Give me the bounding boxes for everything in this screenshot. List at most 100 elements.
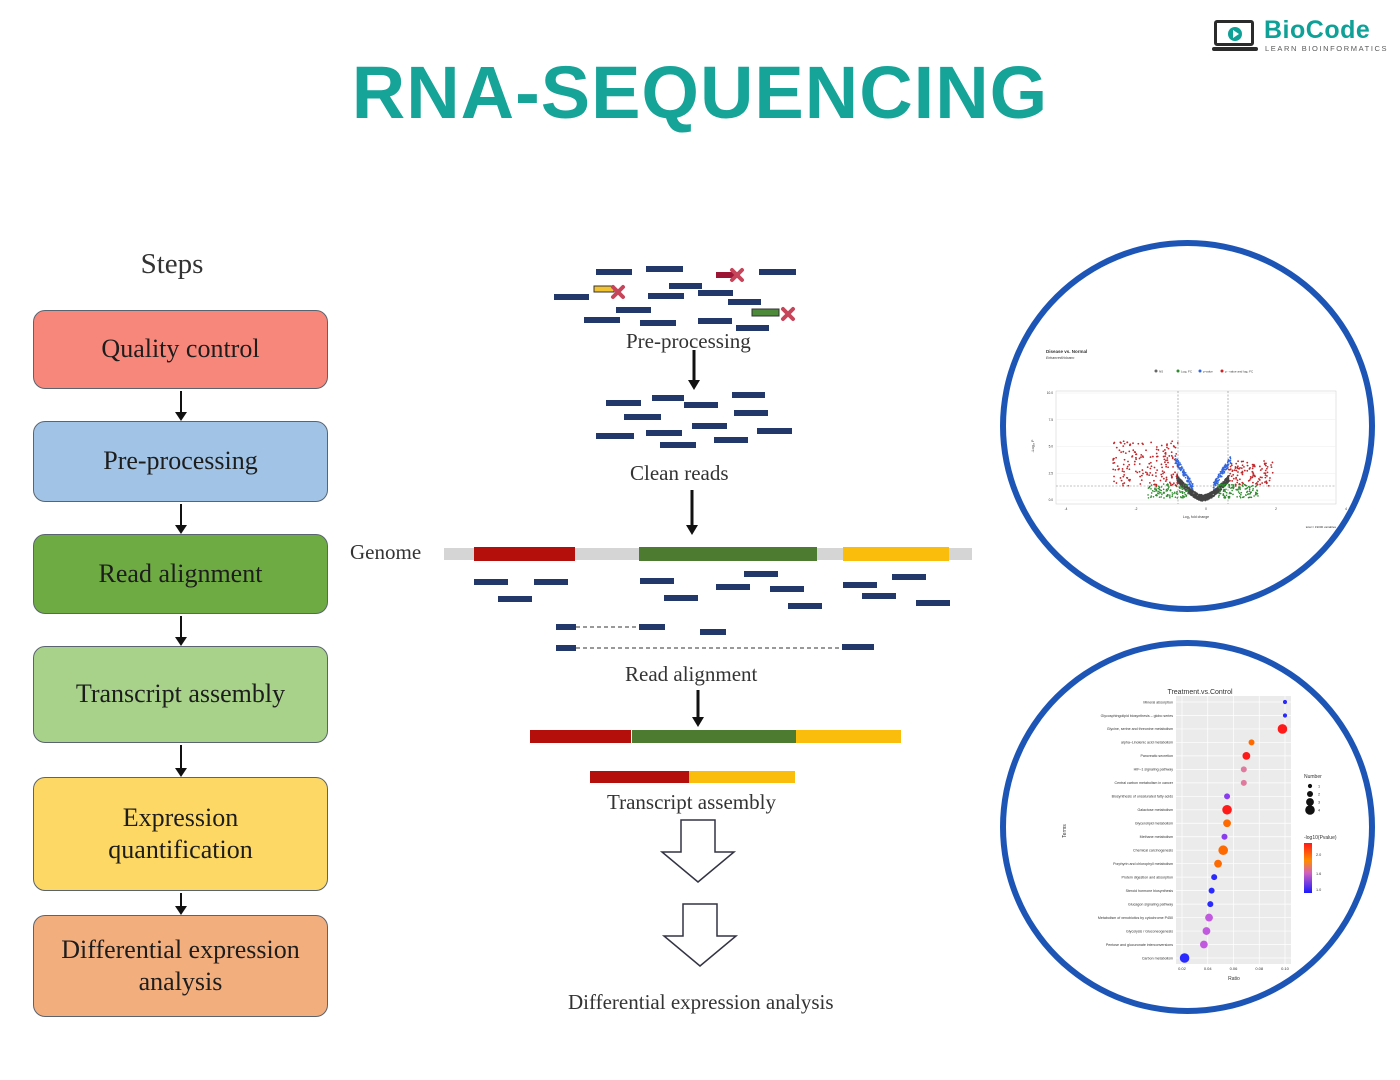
- volcano-point: [1212, 481, 1215, 484]
- volcano-point: [1197, 498, 1200, 501]
- volcano-point: [1173, 491, 1176, 494]
- volcano-point: [1188, 480, 1190, 483]
- volcano-point: [1158, 496, 1161, 498]
- volcano-point: [1128, 450, 1131, 453]
- dotplot-point: [1282, 699, 1288, 705]
- volcano-point: [1232, 484, 1235, 487]
- volcano-point: [1225, 491, 1228, 494]
- volcano-point: [1261, 467, 1263, 470]
- volcano-point: [1178, 463, 1181, 466]
- volcano-point: [1221, 469, 1223, 471]
- volcano-point: [1165, 476, 1168, 479]
- read-segment: [788, 603, 822, 609]
- volcano-point: [1180, 496, 1183, 499]
- volcano-point: [1165, 465, 1168, 468]
- volcano-point: [1187, 492, 1189, 495]
- reject-x-icon: [730, 268, 744, 282]
- volcano-point: [1214, 488, 1217, 491]
- volcano-point: [1222, 493, 1225, 495]
- read-segment: [692, 423, 727, 429]
- volcano-point: [1219, 487, 1222, 490]
- step-arrow: [175, 504, 187, 534]
- volcano-point: [1266, 475, 1268, 477]
- flow-arrow-head: [692, 717, 704, 727]
- volcano-point: [1256, 483, 1259, 486]
- volcano-point: [1251, 476, 1254, 478]
- volcano-point: [1264, 481, 1266, 484]
- volcano-point: [1178, 482, 1181, 485]
- volcano-point: [1139, 483, 1142, 485]
- size-legend-dot: [1306, 798, 1314, 806]
- volcano-point: [1187, 477, 1190, 480]
- volcano-point: [1223, 467, 1225, 470]
- volcano-point: [1230, 475, 1233, 478]
- volcano-point: [1162, 477, 1165, 480]
- volcano-point: [1270, 466, 1273, 469]
- volcano-point: [1234, 483, 1237, 486]
- volcano-point: [1127, 460, 1129, 463]
- volcano-point: [1121, 468, 1124, 470]
- volcano-point: [1135, 456, 1137, 459]
- read-segment: [640, 578, 674, 584]
- volcano-point: [1157, 449, 1160, 451]
- read-segment: [714, 437, 748, 443]
- x-tick-label: -4: [1065, 507, 1068, 511]
- volcano-point: [1228, 496, 1231, 499]
- volcano-point: [1243, 466, 1245, 468]
- read-segment: [616, 307, 651, 313]
- step-arrow: [175, 616, 187, 646]
- volcano-point: [1162, 450, 1165, 453]
- volcano-point: [1126, 465, 1129, 468]
- volcano-point: [1164, 480, 1167, 482]
- volcano-point: [1158, 491, 1161, 493]
- volcano-point: [1191, 483, 1194, 485]
- volcano-point: [1228, 474, 1231, 477]
- volcano-point: [1192, 492, 1194, 495]
- volcano-point: [1246, 461, 1249, 464]
- volcano-point: [1171, 495, 1173, 498]
- volcano-point: [1150, 495, 1153, 497]
- volcano-point: [1163, 471, 1166, 474]
- volcano-point: [1122, 445, 1125, 448]
- volcano-point: [1176, 497, 1179, 499]
- reject-x-icon: [781, 307, 795, 321]
- volcano-point: [1219, 483, 1222, 486]
- volcano-point: [1205, 494, 1207, 497]
- volcano-point: [1149, 467, 1152, 470]
- read-segment: [534, 579, 568, 585]
- volcano-point: [1169, 489, 1172, 492]
- volcano-point: [1213, 488, 1215, 490]
- volcano-point: [1252, 465, 1254, 468]
- volcano-point: [1252, 487, 1254, 490]
- size-legend-label: 2: [1318, 793, 1320, 797]
- volcano-point: [1186, 480, 1189, 482]
- volcano-point: [1201, 499, 1204, 501]
- step-differential-expression: Differential expression analysis: [33, 915, 328, 1017]
- term-label: Galactose metabolism: [1137, 808, 1173, 812]
- volcano-point: [1177, 461, 1180, 463]
- read-segment: [664, 595, 698, 601]
- label-clean-reads: Clean reads: [630, 461, 729, 485]
- term-label: Biosynthesis of unsaturated fatty acids: [1112, 795, 1174, 799]
- volcano-point: [1181, 488, 1184, 491]
- volcano-point: [1123, 470, 1125, 473]
- volcano-point: [1170, 451, 1173, 454]
- volcano-point: [1176, 442, 1179, 444]
- volcano-point: [1169, 482, 1172, 485]
- color-legend-label: 2.0: [1316, 853, 1321, 857]
- volcano-point: [1169, 495, 1171, 498]
- volcano-point: [1237, 460, 1240, 463]
- dotplot-point: [1242, 751, 1251, 760]
- volcano-point: [1217, 481, 1219, 483]
- volcano-point: [1160, 463, 1163, 466]
- volcano-point: [1112, 462, 1115, 465]
- volcano-point: [1188, 477, 1191, 480]
- volcano-point: [1206, 498, 1209, 501]
- transcript-exon-red: [530, 730, 631, 743]
- volcano-point: [1180, 487, 1182, 489]
- dotplot-point: [1240, 766, 1247, 773]
- hollow-down-arrow-icon: [661, 903, 739, 967]
- volcano-point: [1243, 469, 1246, 472]
- bad-read-segment: [751, 308, 780, 317]
- volcano-point: [1225, 483, 1228, 486]
